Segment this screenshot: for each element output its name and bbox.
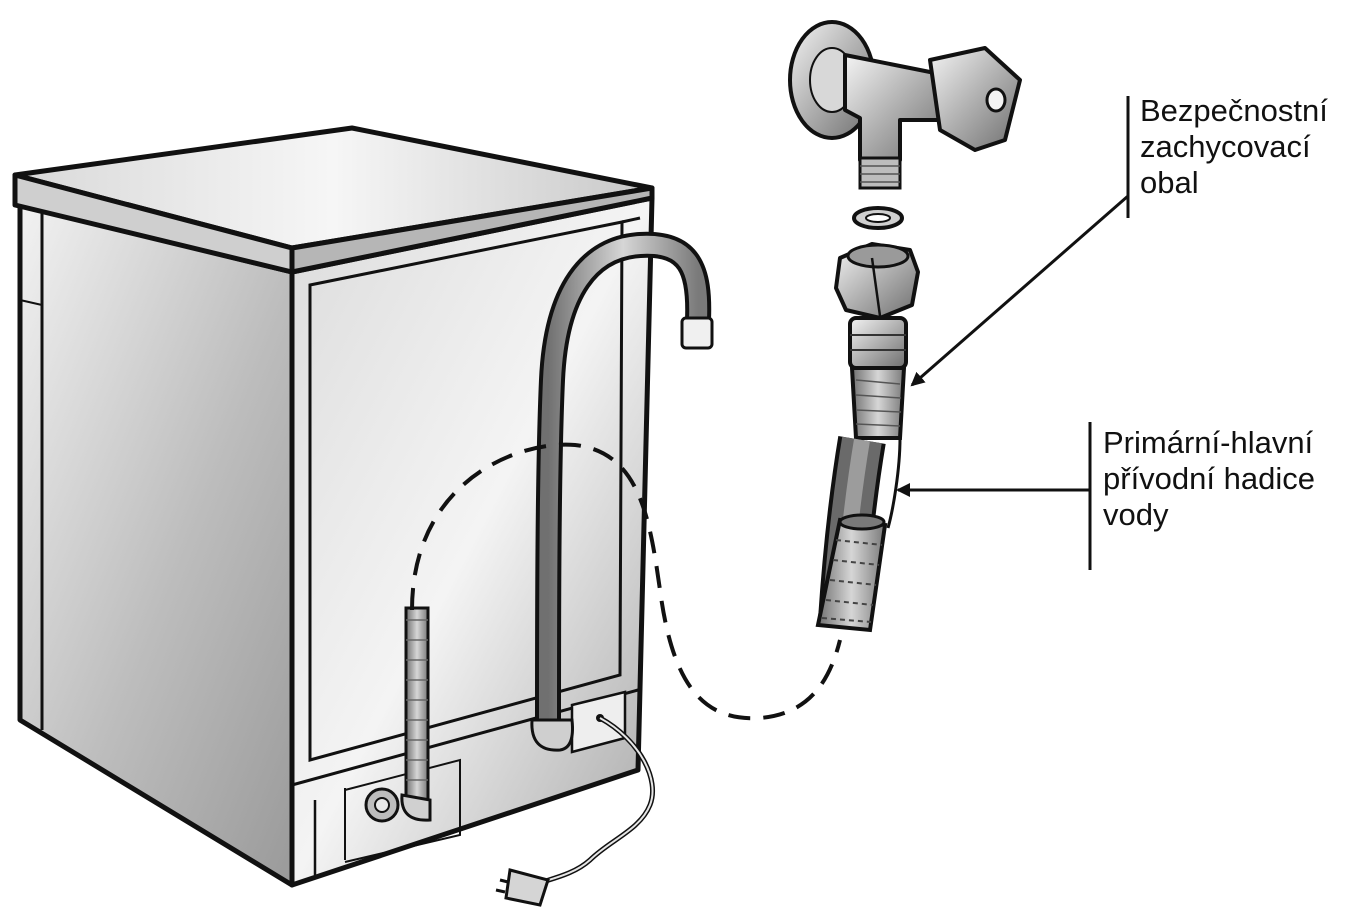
primary-inlet-hose [815,436,888,633]
hose-routing-dashed-line [410,442,842,721]
callout-label-line: Primární-hlavní [1103,425,1314,460]
callout-label-line: obal [1140,165,1199,200]
union-nut [834,242,920,370]
dishwasher-side-panel [17,202,295,888]
callout-label-line: zachycovací [1140,129,1311,164]
power-plug-icon [495,715,656,907]
callout-label-line: přívodní hadice [1103,461,1315,496]
drain-hose-on-machine [364,606,432,823]
callout-safety-cover [910,96,1130,387]
inlet-hose-on-machine [530,231,714,752]
water-tap-icon [788,20,1022,190]
callout-label-primary-hose: Primární-hlavní přívodní hadice vody [1103,425,1315,533]
dishwasher-back-panel [289,195,655,888]
callout-label-safety-cover: Bezpečnostní zachycovací obal [1140,93,1328,201]
callout-primary-hose [896,422,1092,570]
callout-label-line: Bezpečnostní [1140,93,1328,128]
callout-label-line: vody [1103,497,1169,532]
